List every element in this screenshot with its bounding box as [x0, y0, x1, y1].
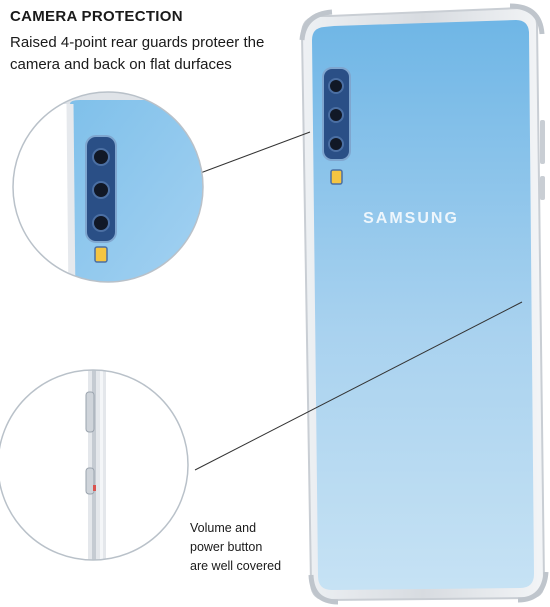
flash-icon: [94, 246, 108, 263]
power-button-cover: [540, 176, 545, 200]
lens-icon: [328, 78, 344, 94]
lens-icon: [328, 136, 344, 152]
phone-brand-logo: SAMSUNG: [363, 210, 459, 227]
buttons-callout-text: Volume and power button are well covered: [190, 519, 320, 576]
feature-description: Raised 4-point rear guards proteer the c…: [10, 34, 265, 73]
lens-icon: [328, 107, 344, 123]
lens-icon: [92, 148, 110, 166]
phone-case: [299, 3, 549, 605]
lens-icon: [92, 214, 110, 232]
page-title: CAMERA PROTECTION: [10, 8, 183, 25]
volume-button-cover: [540, 120, 545, 164]
callout-line-camera: [194, 131, 311, 176]
callout-line-buttons: [194, 301, 523, 471]
callout-line-1: Volume and: [190, 521, 257, 535]
lens-icon: [92, 181, 110, 199]
flash-icon: [330, 169, 343, 185]
buttons-zoom-circle: [0, 369, 189, 561]
camera-zoom-circle: [12, 91, 204, 283]
callout-line-3: are well covered: [190, 559, 282, 573]
callout-line-2: power button: [190, 540, 263, 554]
camera-module: [322, 67, 351, 185]
